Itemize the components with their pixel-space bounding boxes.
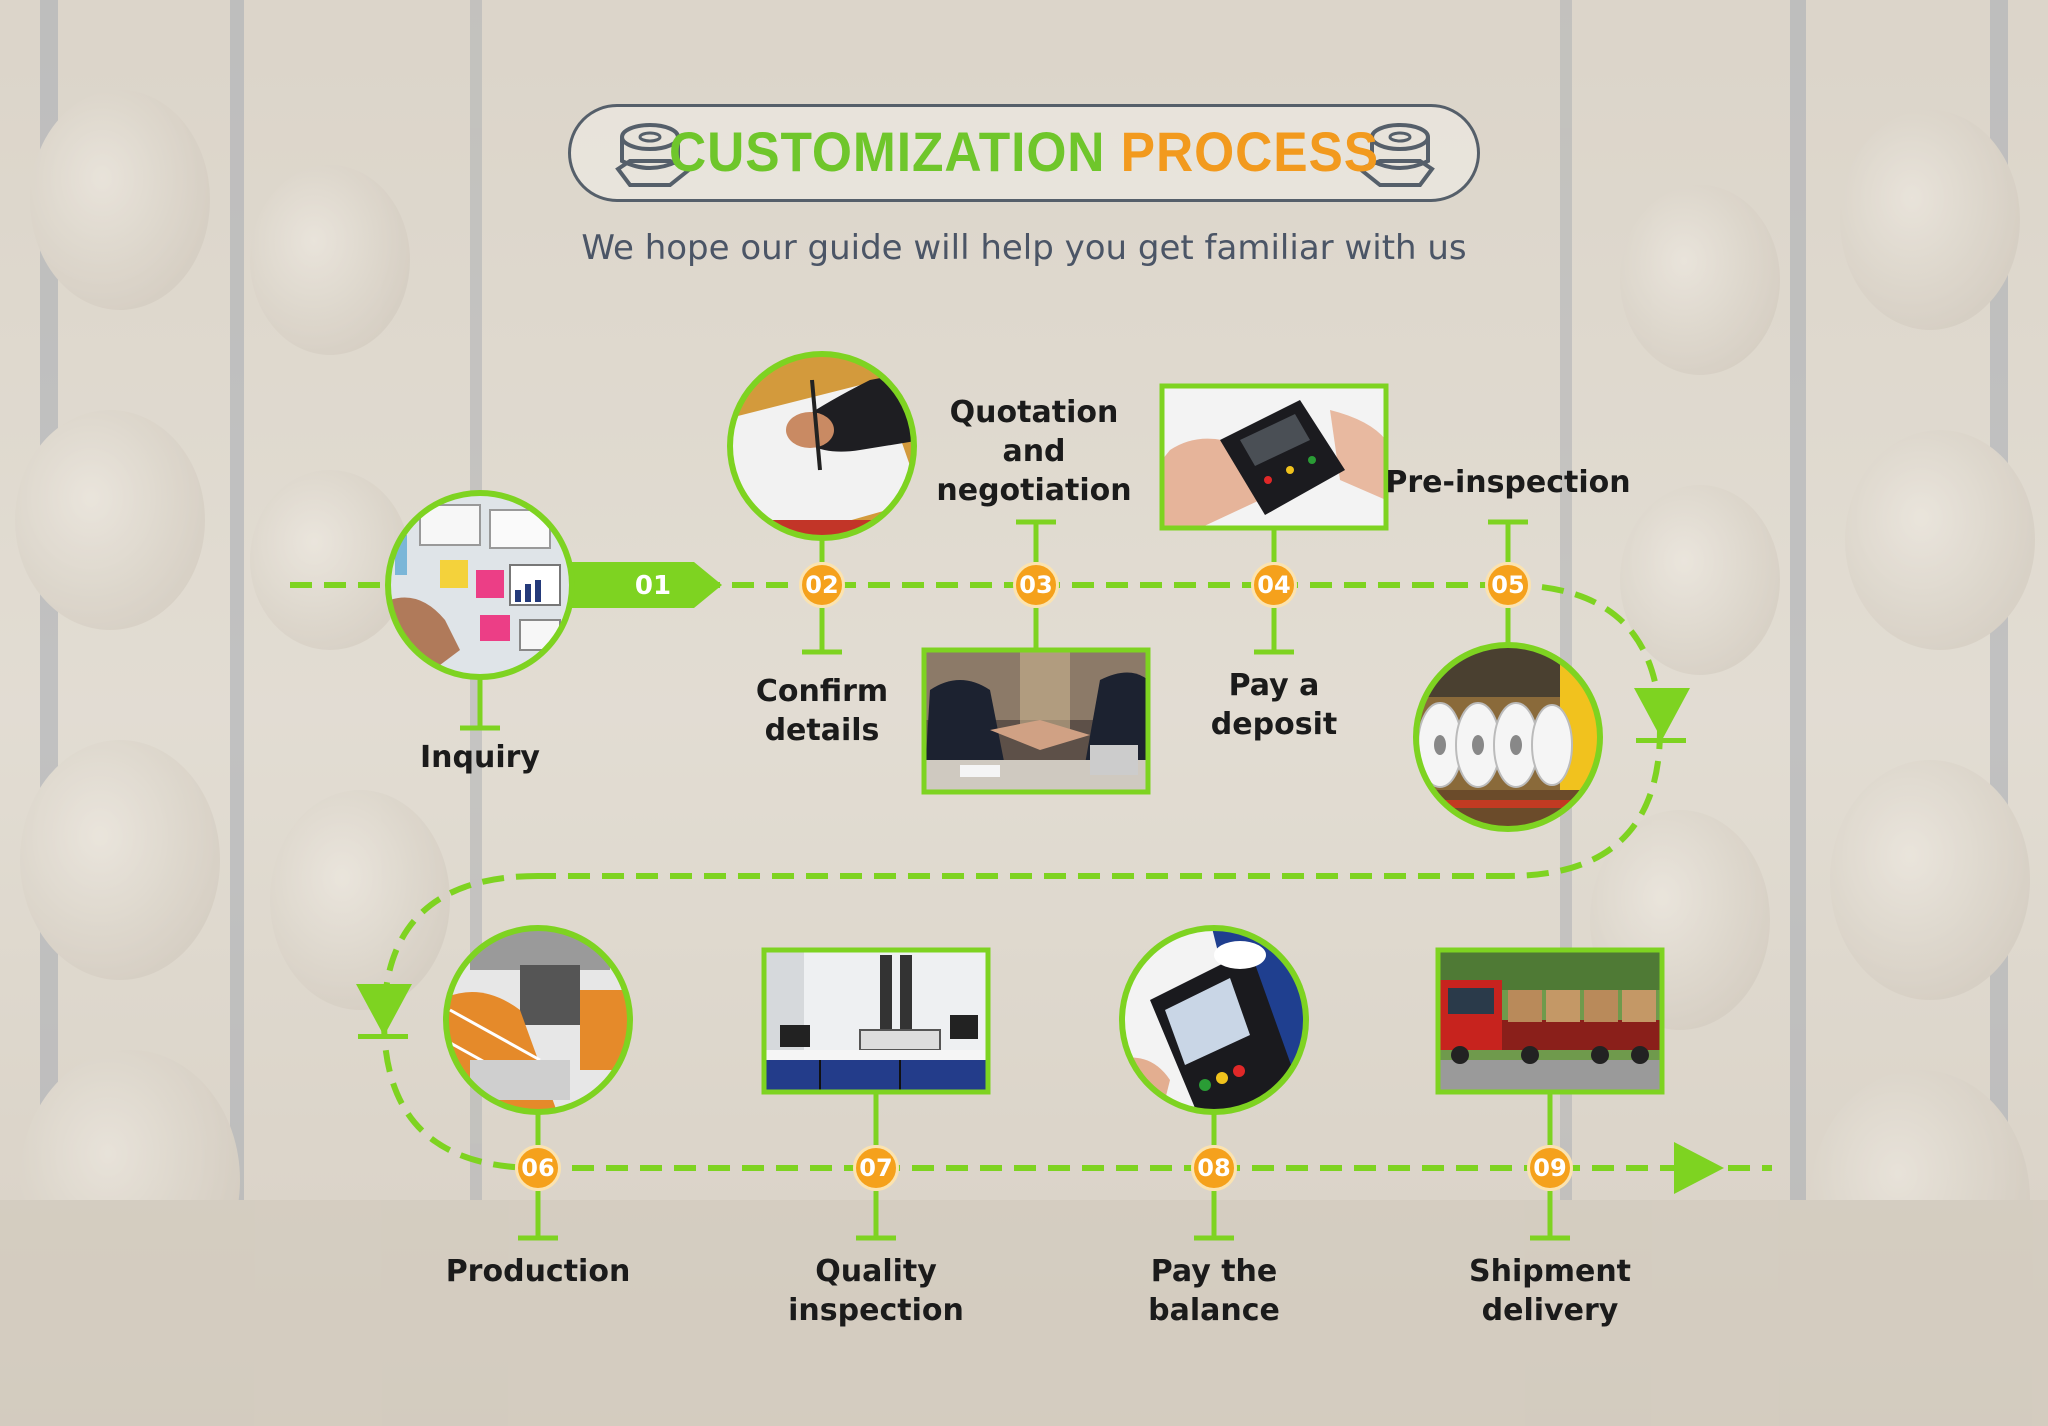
start-arrow <box>572 562 722 608</box>
step-06-photo <box>443 925 633 1115</box>
page-title: CUSTOMIZATION PROCESS <box>82 117 1966 187</box>
step-08-photo <box>1119 925 1309 1115</box>
title-part-2: PROCESS <box>1120 120 1380 183</box>
step-04-label-line: deposit <box>1210 707 1338 742</box>
step-06-label: Production <box>446 1252 631 1291</box>
step-02-number: 02 <box>799 562 845 608</box>
step-03-label-line: Quotation <box>949 395 1119 430</box>
step-07-number: 07 <box>853 1145 899 1191</box>
flow-arrow-down-right <box>1634 688 1690 740</box>
step-09-label-line: delivery <box>1481 1293 1619 1328</box>
step-connectors <box>460 519 1570 1241</box>
step-01-number: 01 <box>634 571 672 601</box>
step-04-label: Pay a deposit <box>1211 666 1337 744</box>
step-09-label-line: Shipment <box>1468 1254 1632 1289</box>
step-04-label-line: Pay a <box>1228 668 1320 703</box>
step-05-label-line: Pre-inspection <box>1385 465 1631 500</box>
step-07-label-line: inspection <box>788 1293 964 1328</box>
step-08-label-line: Pay the <box>1150 1254 1278 1289</box>
step-03-label-line: negotiation <box>936 473 1132 508</box>
step-04-number: 04 <box>1251 562 1297 608</box>
step-05-number: 05 <box>1485 562 1531 608</box>
step-05-photo <box>1413 642 1603 832</box>
flow-arrow-end <box>1674 1142 1724 1194</box>
step-09-number: 09 <box>1527 1145 1573 1191</box>
step-01-label-line: Inquiry <box>420 740 540 775</box>
step-07-label-line: Quality <box>815 1254 937 1289</box>
step-01-photo <box>385 490 575 680</box>
step-02-label-line: Confirm <box>755 674 889 709</box>
tape-reel-icon <box>1356 123 1435 187</box>
step-02-label-line: details <box>764 713 880 748</box>
page-subtitle: We hope our guide will help you get fami… <box>581 228 1467 268</box>
step-01-label: Inquiry <box>420 738 540 777</box>
title-frame <box>568 104 1480 202</box>
step-02-label: Confirm details <box>756 672 888 750</box>
step-07-label: Quality inspection <box>788 1252 964 1330</box>
step-03-number: 03 <box>1013 562 1059 608</box>
step-03-label: Quotation and negotiation <box>936 393 1131 510</box>
step-08-number: 08 <box>1191 1145 1237 1191</box>
tape-reel-icon <box>615 123 694 187</box>
step-06-number: 06 <box>515 1145 561 1191</box>
step-08-label: Pay the balance <box>1148 1252 1280 1330</box>
step-02-photo <box>727 351 917 541</box>
step-09-label: Shipment delivery <box>1469 1252 1631 1330</box>
title-part-1: CUSTOMIZATION <box>668 120 1106 183</box>
step-05-label: Pre-inspection <box>1385 463 1630 502</box>
step-03-photo <box>921 647 1151 795</box>
flow-arrow-down-left <box>356 984 412 1036</box>
step-09-photo <box>1435 947 1665 1095</box>
step-03-label-line: and <box>1002 434 1066 469</box>
step-06-label-line: Production <box>445 1254 631 1289</box>
step-08-label-line: balance <box>1148 1293 1280 1328</box>
step-07-photo <box>761 947 991 1095</box>
step-04-photo <box>1159 383 1389 531</box>
